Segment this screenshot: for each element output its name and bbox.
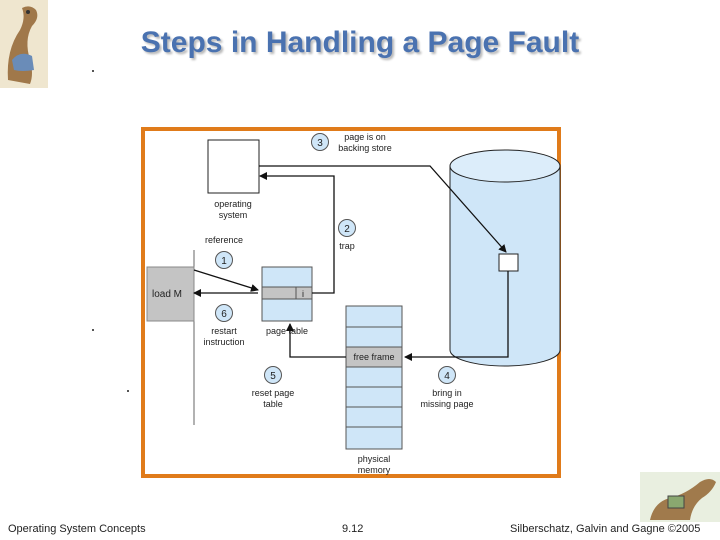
step-5-label-line1: reset page [252, 388, 295, 398]
step-2-number: 2 [344, 224, 350, 235]
step-1: 1 [215, 251, 233, 269]
page-table-label: page table [266, 326, 308, 336]
step-1-number: 1 [221, 256, 227, 267]
arrow-bring-in-missing-page [404, 271, 509, 361]
operating-system-box [207, 139, 260, 194]
arrow-trap [259, 172, 335, 294]
footer-page-number: 9.12 [342, 523, 364, 535]
arrow-reference [193, 269, 259, 292]
load-m-label: load M [152, 289, 182, 300]
dot-mark [92, 329, 94, 331]
arrow-page-on-backing-store [259, 165, 507, 253]
dinosaur-logo-top-left [0, 0, 48, 88]
step-3: 3 [311, 133, 329, 151]
step-6-label-line2: instruction [203, 337, 244, 347]
step-4-label-line1: bring in [432, 388, 462, 398]
invalid-bit: i [302, 289, 304, 299]
step-5: 5 [264, 366, 282, 384]
step-1-label: reference [205, 235, 243, 245]
instruction-box [146, 266, 195, 322]
physical-memory [345, 305, 403, 450]
os-label-line2: system [219, 210, 248, 220]
dot-mark [127, 390, 129, 392]
free-frame-label: free frame [353, 352, 394, 362]
step-3-label-line1: page is on [344, 132, 386, 142]
slide-title: Steps in Handling a Page Fault [140, 26, 580, 59]
step-4: 4 [438, 366, 456, 384]
page-table-entry [261, 286, 313, 300]
step-3-label-line2: backing store [338, 143, 392, 153]
footer-left: Operating System Concepts [8, 523, 146, 535]
dinosaur-image-bottom-right [640, 472, 720, 522]
step-6: 6 [215, 304, 233, 322]
step-5-number: 5 [270, 371, 276, 382]
physical-memory-label-line1: physical [358, 454, 391, 464]
os-label-line1: operating [214, 199, 252, 209]
step-6-number: 6 [221, 309, 227, 320]
dot-mark [92, 70, 94, 72]
step-5-label-line2: table [263, 399, 283, 409]
step-2: 2 [338, 219, 356, 237]
missing-page-on-disk [498, 253, 519, 272]
step-4-number: 4 [444, 371, 450, 382]
step-3-number: 3 [317, 138, 323, 149]
physical-memory-label-line2: memory [358, 465, 391, 475]
step-6-label-line1: restart [211, 326, 237, 336]
footer-right: Silberschatz, Galvin and Gagne ©2005 [510, 523, 701, 535]
step-4-label-line2: missing page [420, 399, 473, 409]
arrow-reset-page-table [286, 323, 346, 358]
step-2-label: trap [339, 241, 355, 251]
